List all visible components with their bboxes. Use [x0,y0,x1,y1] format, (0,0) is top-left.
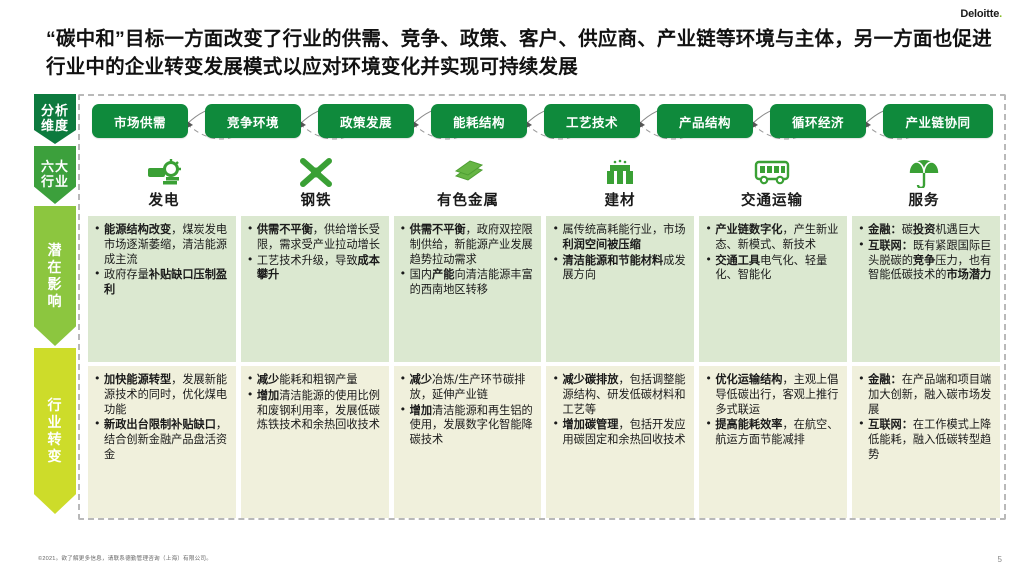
transformation-bullets-1: 减少能耗和粗钢产量增加清洁能源的使用比例和废钢利用率，发展低碳炼铁技术和余热回收… [247,372,382,433]
footer-copyright: ©2021。欲了解更多信息，请联系德勤管理咨询（上海）有限公司。 [38,556,212,562]
transformation-cell-5: 金融：在产品端和项目端加大创新，融入碳市场发展互联网：在工作模式上降低能耗，融入… [852,366,1000,518]
bullet-item: 增加清洁能源和再生铝的使用，发展数字化智能降碳技术 [400,403,535,448]
industry-header-transportation[interactable]: 交通运输 [696,150,848,212]
services-umbrella-icon [907,156,941,188]
bullet-item: 互联网：在工作模式上降低能耗，融入低碳转型趋势 [858,417,993,462]
industry-name-1: 钢铁 [300,193,332,209]
transformation-bullets-0: 加快能源转型，发展新能源技术的同时，优化煤电功能新政出台限制补贴缺口，结合创新金… [94,372,229,463]
industry-header-row: 发电 钢铁 有色金属 [88,150,1000,212]
dimension-pill-4[interactable]: 工艺技术 [544,104,640,138]
impact-bullets-5: 金融：碳投资机遇巨大互联网：既有紧跟国际巨头脱碳的竞争压力，也有智能低碳技术的市… [858,222,993,283]
bullet-item: 减少碳排放，包括调整能源结构、研发低碳材料和工艺等 [552,372,687,417]
dimension-pill-0[interactable]: 市场供需 [92,104,188,138]
bullet-item: 产业链数字化，产生新业态、新模式、新技术 [705,222,840,253]
bullet-item: 减少能耗和粗钢产量 [247,372,382,388]
bullet-item: 政府存量补贴缺口压制盈利 [94,267,229,298]
dimension-pill-6[interactable]: 循环经济 [770,104,866,138]
transformation-cell-1: 减少能耗和粗钢产量增加清洁能源的使用比例和废钢利用率，发展低碳炼铁技术和余热回收… [240,366,389,518]
bullet-item: 提高能耗效率，在航空、航运方面节能减排 [705,417,840,448]
impact-bullets-4: 产业链数字化，产生新业态、新模式、新技术交通工具电气化、轻量化、智能化 [705,222,840,284]
industry-name-4: 交通运输 [741,193,803,209]
impact-bullets-2: 供需不平衡，政府双控限制供给，新能源产业发展趋势拉动需求国内产能向清洁能源丰富的… [400,222,535,298]
stage-rail: 分析维度 六大行业 潜在影响 行业转变 [34,94,76,520]
rail-item-analysis-dimension[interactable]: 分析维度 [34,94,76,144]
dimension-pill-1[interactable]: 竞争环境 [205,104,301,138]
page-title: “碳中和”目标一方面改变了行业的供需、竞争、政策、客户、供应商、产业链等环境与主… [46,28,992,78]
impact-bullets-1: 供需不平衡，供给增长受限，需求受产业拉动增长工艺技术升级，导致成本攀升 [247,222,382,284]
impact-cell-5: 金融：碳投资机遇巨大互联网：既有紧跟国际巨头脱碳的竞争压力，也有智能低碳技术的市… [852,216,1000,362]
brand-name: Deloitte [960,8,1000,20]
transformation-cell-3: 减少碳排放，包括调整能源结构、研发低碳材料和工艺等增加碳管理，包括开发应用碳固定… [546,366,695,518]
rail-label-six-industries: 六大行业 [40,159,69,189]
rail-label-industry-transformation: 行业转变 [47,396,63,465]
page-number: 5 [997,555,1002,564]
bullet-item: 属传统高耗能行业，市场利润空间被压缩 [552,222,687,253]
impact-cell-0: 能源结构改变，煤炭发电市场逐渐萎缩，清洁能源成主流政府存量补贴缺口压制盈利 [88,216,236,362]
transformation-cell-0: 加快能源转型，发展新能源技术的同时，优化煤电功能新政出台限制补贴缺口，结合创新金… [88,366,236,518]
transportation-icon [753,156,791,188]
dimension-pill-2[interactable]: 政策发展 [318,104,414,138]
transformation-bullets-2: 减少冶炼/生产环节碳排放，延伸产业链增加清洁能源和再生铝的使用，发展数字化智能降… [400,372,535,448]
bullet-item: 供需不平衡，政府双控限制供给，新能源产业发展趋势拉动需求 [400,222,535,267]
transformation-cell-4: 优化运输结构，主观上倡导低碳出行，客观上推行多式联运提高能耗效率，在航空、航运方… [699,366,848,518]
deloitte-logo: Deloitte. [960,8,1002,20]
transformation-bullets-3: 减少碳排放，包括调整能源结构、研发低碳材料和工艺等增加碳管理，包括开发应用碳固定… [552,372,687,448]
bullet-item: 新政出台限制补贴缺口，结合创新金融产品盘活资金 [94,417,229,462]
bullet-item: 清洁能源和节能材料成发展方向 [552,253,687,284]
impact-bullets-0: 能源结构改变，煤炭发电市场逐渐萎缩，清洁能源成主流政府存量补贴缺口压制盈利 [94,222,229,298]
bullet-item: 国内产能向清洁能源丰富的西南地区转移 [400,267,535,298]
industry-header-steel[interactable]: 钢铁 [240,150,392,212]
impact-cell-2: 供需不平衡，政府双控限制供给，新能源产业发展趋势拉动需求国内产能向清洁能源丰富的… [393,216,542,362]
analysis-dimension-row: 市场供需 竞争环境 政策发展 能耗结构 工艺技术 产品结构 循环经济 产业链协同 [92,102,996,142]
power-generation-icon [147,156,181,188]
impact-bullets-3: 属传统高耗能行业，市场利润空间被压缩清洁能源和节能材料成发展方向 [552,222,687,284]
impact-cell-4: 产业链数字化，产生新业态、新模式、新技术交通工具电气化、轻量化、智能化 [699,216,848,362]
rail-label-potential-impact: 潜在影响 [47,241,63,310]
industry-header-building-materials[interactable]: 建材 [544,150,696,212]
industry-header-nonferrous-metal[interactable]: 有色金属 [392,150,544,212]
impact-cell-3: 属传统高耗能行业，市场利润空间被压缩清洁能源和节能材料成发展方向 [546,216,695,362]
transformation-bullets-4: 优化运输结构，主观上倡导低碳出行，客观上推行多式联运提高能耗效率，在航空、航运方… [705,372,840,448]
rail-item-six-industries[interactable]: 六大行业 [34,146,76,204]
dimension-pill-3[interactable]: 能耗结构 [431,104,527,138]
industry-name-0: 发电 [148,193,180,209]
industry-header-services[interactable]: 服务 [848,150,1000,212]
dimension-pill-7[interactable]: 产业链协同 [883,104,993,138]
steel-icon [299,156,333,188]
bullet-item: 互联网：既有紧跟国际巨头脱碳的竞争压力，也有智能低碳技术的市场潜力 [858,238,993,283]
bullet-item: 交通工具电气化、轻量化、智能化 [705,253,840,284]
bullet-item: 减少冶炼/生产环节碳排放，延伸产业链 [400,372,535,403]
rail-label-analysis-dimension: 分析维度 [40,103,69,133]
bullet-item: 金融：碳投资机遇巨大 [858,222,993,238]
impact-cell-1: 供需不平衡，供给增长受限，需求受产业拉动增长工艺技术升级，导致成本攀升 [240,216,389,362]
bullet-item: 增加清洁能源的使用比例和废钢利用率，发展低碳炼铁技术和余热回收技术 [247,388,382,433]
industry-name-2: 有色金属 [437,193,499,209]
bullet-item: 能源结构改变，煤炭发电市场逐渐萎缩，清洁能源成主流 [94,222,229,267]
building-materials-icon [603,156,637,188]
bullet-item: 工艺技术升级，导致成本攀升 [247,253,382,284]
potential-impact-row: 能源结构改变，煤炭发电市场逐渐萎缩，清洁能源成主流政府存量补贴缺口压制盈利 供需… [88,216,1000,362]
industry-transformation-row: 加快能源转型，发展新能源技术的同时，优化煤电功能新政出台限制补贴缺口，结合创新金… [88,366,1000,518]
rail-item-industry-transformation[interactable]: 行业转变 [34,348,76,514]
industry-name-3: 建材 [604,193,636,209]
industry-name-5: 服务 [908,193,940,209]
bullet-item: 金融：在产品端和项目端加大创新，融入碳市场发展 [858,372,993,417]
transformation-bullets-5: 金融：在产品端和项目端加大创新，融入碳市场发展互联网：在工作模式上降低能耗，融入… [858,372,993,463]
bullet-item: 供需不平衡，供给增长受限，需求受产业拉动增长 [247,222,382,253]
dimension-pill-5[interactable]: 产品结构 [657,104,753,138]
content-frame [78,94,1006,520]
nonferrous-metal-icon [450,156,486,188]
bullet-item: 增加碳管理，包括开发应用碳固定和余热回收技术 [552,417,687,448]
transformation-cell-2: 减少冶炼/生产环节碳排放，延伸产业链增加清洁能源和再生铝的使用，发展数字化智能降… [393,366,542,518]
bullet-item: 优化运输结构，主观上倡导低碳出行，客观上推行多式联运 [705,372,840,417]
bullet-item: 加快能源转型，发展新能源技术的同时，优化煤电功能 [94,372,229,417]
industry-header-power-generation[interactable]: 发电 [88,150,240,212]
brand-dot: . [999,8,1002,20]
rail-item-potential-impact[interactable]: 潜在影响 [34,206,76,346]
